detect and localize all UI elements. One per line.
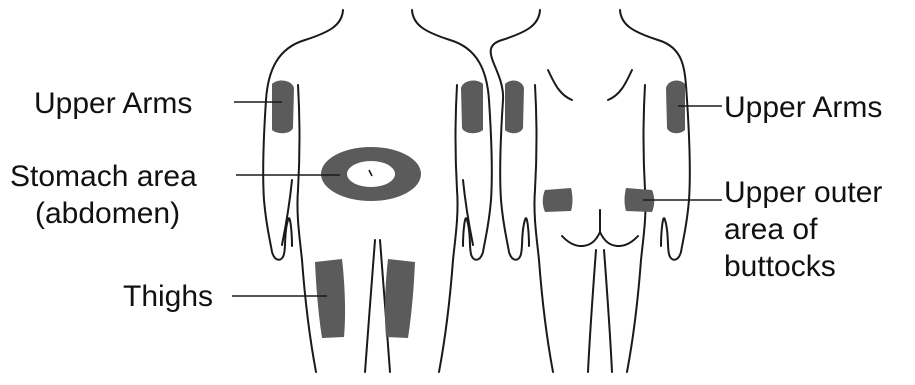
- front-inner-arm-right: [463, 180, 473, 245]
- label-thighs: Thighs: [123, 280, 213, 313]
- label-stomach-line1: Stomach area: [10, 160, 197, 193]
- buttock-site-left: [543, 188, 573, 212]
- front-body-figure: [263, 10, 492, 372]
- front-upper-arm-site-left: [272, 81, 294, 134]
- back-shoulder-blade-left: [548, 70, 572, 100]
- label-buttocks-line1: Upper outer: [724, 176, 882, 209]
- label-buttocks-line3: buttocks: [724, 250, 836, 283]
- front-inner-arm-left: [282, 180, 292, 245]
- back-body-outline-left: [491, 10, 540, 260]
- label-stomach-line2: (abdomen): [35, 197, 180, 230]
- back-buttocks-crease: [562, 232, 638, 246]
- front-torso-right: [439, 85, 458, 372]
- back-inner-leg-left: [588, 250, 596, 372]
- back-shoulder-blade-right: [608, 70, 632, 100]
- front-torso-left: [297, 85, 316, 372]
- back-inner-leg-right: [604, 250, 612, 372]
- front-body-outline-left: [263, 10, 343, 260]
- back-torso-left: [534, 85, 553, 372]
- front-upper-arm-site-right: [461, 81, 483, 134]
- back-body-figure: [491, 10, 690, 372]
- back-upper-arm-site-right: [666, 81, 685, 134]
- label-upper-arms-left: Upper Arms: [34, 87, 192, 120]
- front-body-outline-right: [412, 10, 492, 260]
- back-upper-arm-site-left: [505, 81, 524, 134]
- back-body-outline-right: [620, 10, 690, 260]
- front-thigh-site-right: [385, 259, 415, 338]
- front-inner-leg-left: [365, 240, 375, 372]
- back-torso-right: [627, 85, 646, 372]
- front-thigh-site-left: [315, 259, 345, 338]
- label-buttocks-line2: area of: [724, 213, 818, 246]
- label-upper-arms-right: Upper Arms: [724, 91, 882, 124]
